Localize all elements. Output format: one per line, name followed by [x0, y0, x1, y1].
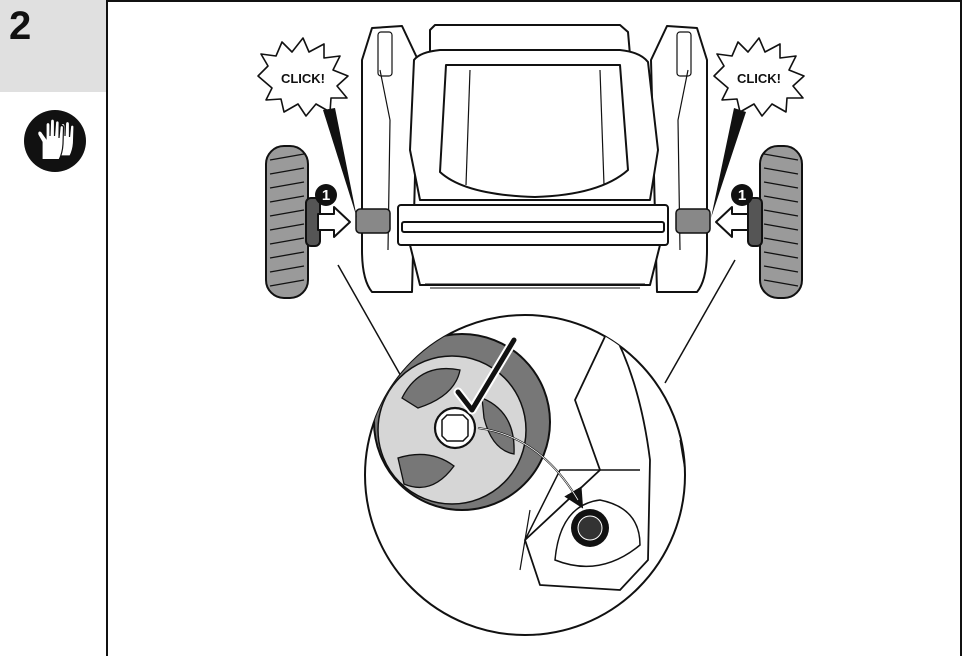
step-number-cell: 2: [0, 0, 107, 92]
mower-grill: [425, 283, 645, 289]
gloves-icon: [24, 110, 86, 172]
sidebar-divider: [106, 0, 108, 656]
mower-wheel-illustration: 1 1 CLICK! CLICK!: [257, 24, 805, 636]
click-burst-right: CLICK!: [711, 37, 805, 218]
push-arrow-icon: [317, 206, 749, 238]
callout-marker-right: 1: [731, 184, 753, 206]
zoom-leader-lines: [337, 259, 736, 393]
frame-right-border: [960, 0, 962, 656]
zoom-detail: [364, 314, 686, 636]
callout-number-left: 1: [322, 187, 330, 204]
callout-marker-left: 1: [315, 184, 337, 206]
callout-number-right: 1: [738, 187, 746, 204]
mower-body: [361, 24, 708, 293]
click-label-right: CLICK!: [737, 71, 781, 86]
axle-stubs: [355, 208, 711, 234]
right-wheel: [747, 145, 803, 299]
frame-top-border: [106, 0, 962, 2]
click-label-left: CLICK!: [281, 71, 325, 86]
left-wheel: [265, 145, 321, 299]
click-burst-left: CLICK!: [257, 37, 357, 218]
step-number: 2: [9, 4, 32, 48]
